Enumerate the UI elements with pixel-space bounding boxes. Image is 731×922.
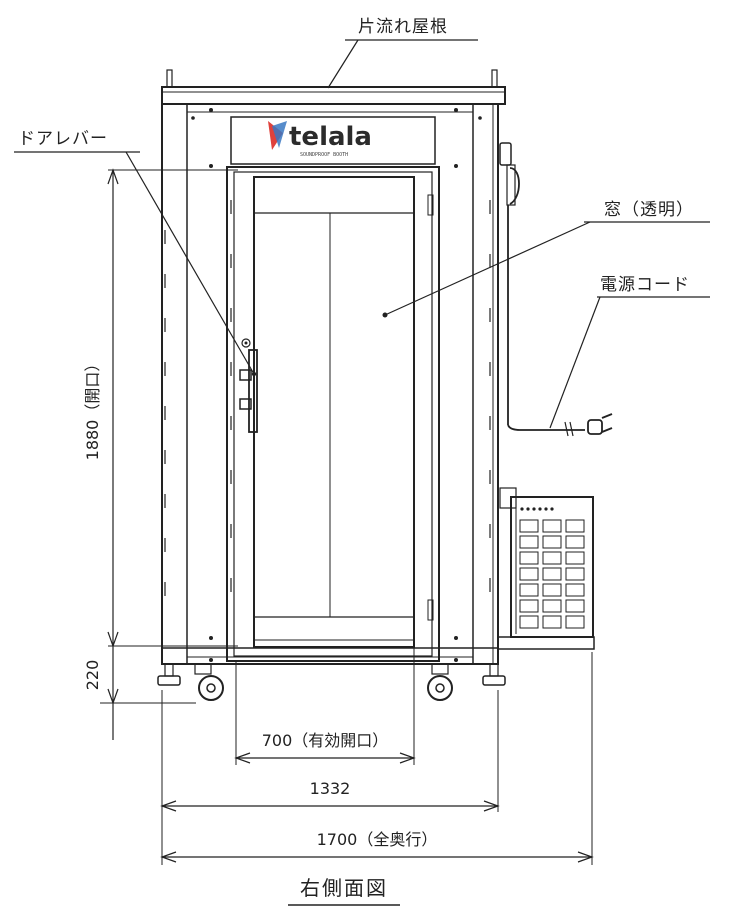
ac-indicator-dot bbox=[520, 507, 524, 511]
ac-louvre bbox=[542, 551, 562, 565]
label-roof: 片流れ屋根 bbox=[358, 17, 448, 37]
door-window bbox=[253, 176, 415, 648]
dim-opening-height: 1880（開口） bbox=[83, 356, 102, 461]
power-cord bbox=[499, 142, 613, 437]
label-window: 窓（透明） bbox=[604, 200, 694, 220]
door bbox=[226, 166, 440, 662]
casters bbox=[157, 663, 506, 701]
logo-text: telala bbox=[289, 122, 372, 152]
ac-louvre bbox=[565, 583, 585, 597]
logo-tagline: SOUNDPROOF BOOTH bbox=[300, 152, 348, 158]
ac-louvre bbox=[565, 567, 585, 581]
view-caption: 右側面図 bbox=[300, 876, 388, 900]
ac-louvre bbox=[542, 615, 562, 629]
dim-base-height: 220 bbox=[83, 660, 102, 691]
ac-louvre bbox=[542, 567, 562, 581]
label-power-cord: 電源コード bbox=[600, 275, 690, 295]
ac-louvre bbox=[565, 599, 585, 613]
ac-grille bbox=[519, 507, 585, 629]
ac-louvre bbox=[565, 551, 585, 565]
dim-door-width: 700（有効開口） bbox=[262, 731, 389, 750]
callouts bbox=[14, 39, 710, 429]
ac-louvre bbox=[519, 599, 539, 613]
ac-indicator-dot bbox=[538, 507, 542, 511]
ac-louvre bbox=[519, 551, 539, 565]
ac-louvre bbox=[565, 519, 585, 533]
dim-total-depth: 1700（全奥行） bbox=[317, 830, 438, 849]
logo-mark-blue bbox=[272, 121, 287, 148]
roof bbox=[161, 69, 506, 105]
ac-indicator-dot bbox=[532, 507, 536, 511]
ac-louvre bbox=[565, 615, 585, 629]
dimension-lines bbox=[100, 168, 594, 865]
booth-frame bbox=[161, 103, 499, 665]
ac-indicator-dot bbox=[526, 507, 530, 511]
outdoor-ac-unit bbox=[497, 487, 595, 650]
ac-louvre bbox=[519, 519, 539, 533]
telala-logo: telala SOUNDPROOF BOOTH bbox=[268, 121, 372, 158]
ac-louvre bbox=[519, 583, 539, 597]
ac-louvre bbox=[519, 615, 539, 629]
door-lever bbox=[239, 338, 258, 433]
dim-body-depth: 1332 bbox=[310, 779, 351, 798]
ac-louvre bbox=[542, 583, 562, 597]
ac-indicator-dot bbox=[550, 507, 554, 511]
ac-indicator-dot bbox=[544, 507, 548, 511]
ac-louvre bbox=[565, 535, 585, 549]
ac-louvre bbox=[519, 567, 539, 581]
ac-louvre bbox=[542, 599, 562, 613]
label-door-lever: ドアレバー bbox=[18, 129, 108, 149]
ac-louvre bbox=[542, 519, 562, 533]
ac-louvre bbox=[519, 535, 539, 549]
ac-louvre bbox=[542, 535, 562, 549]
